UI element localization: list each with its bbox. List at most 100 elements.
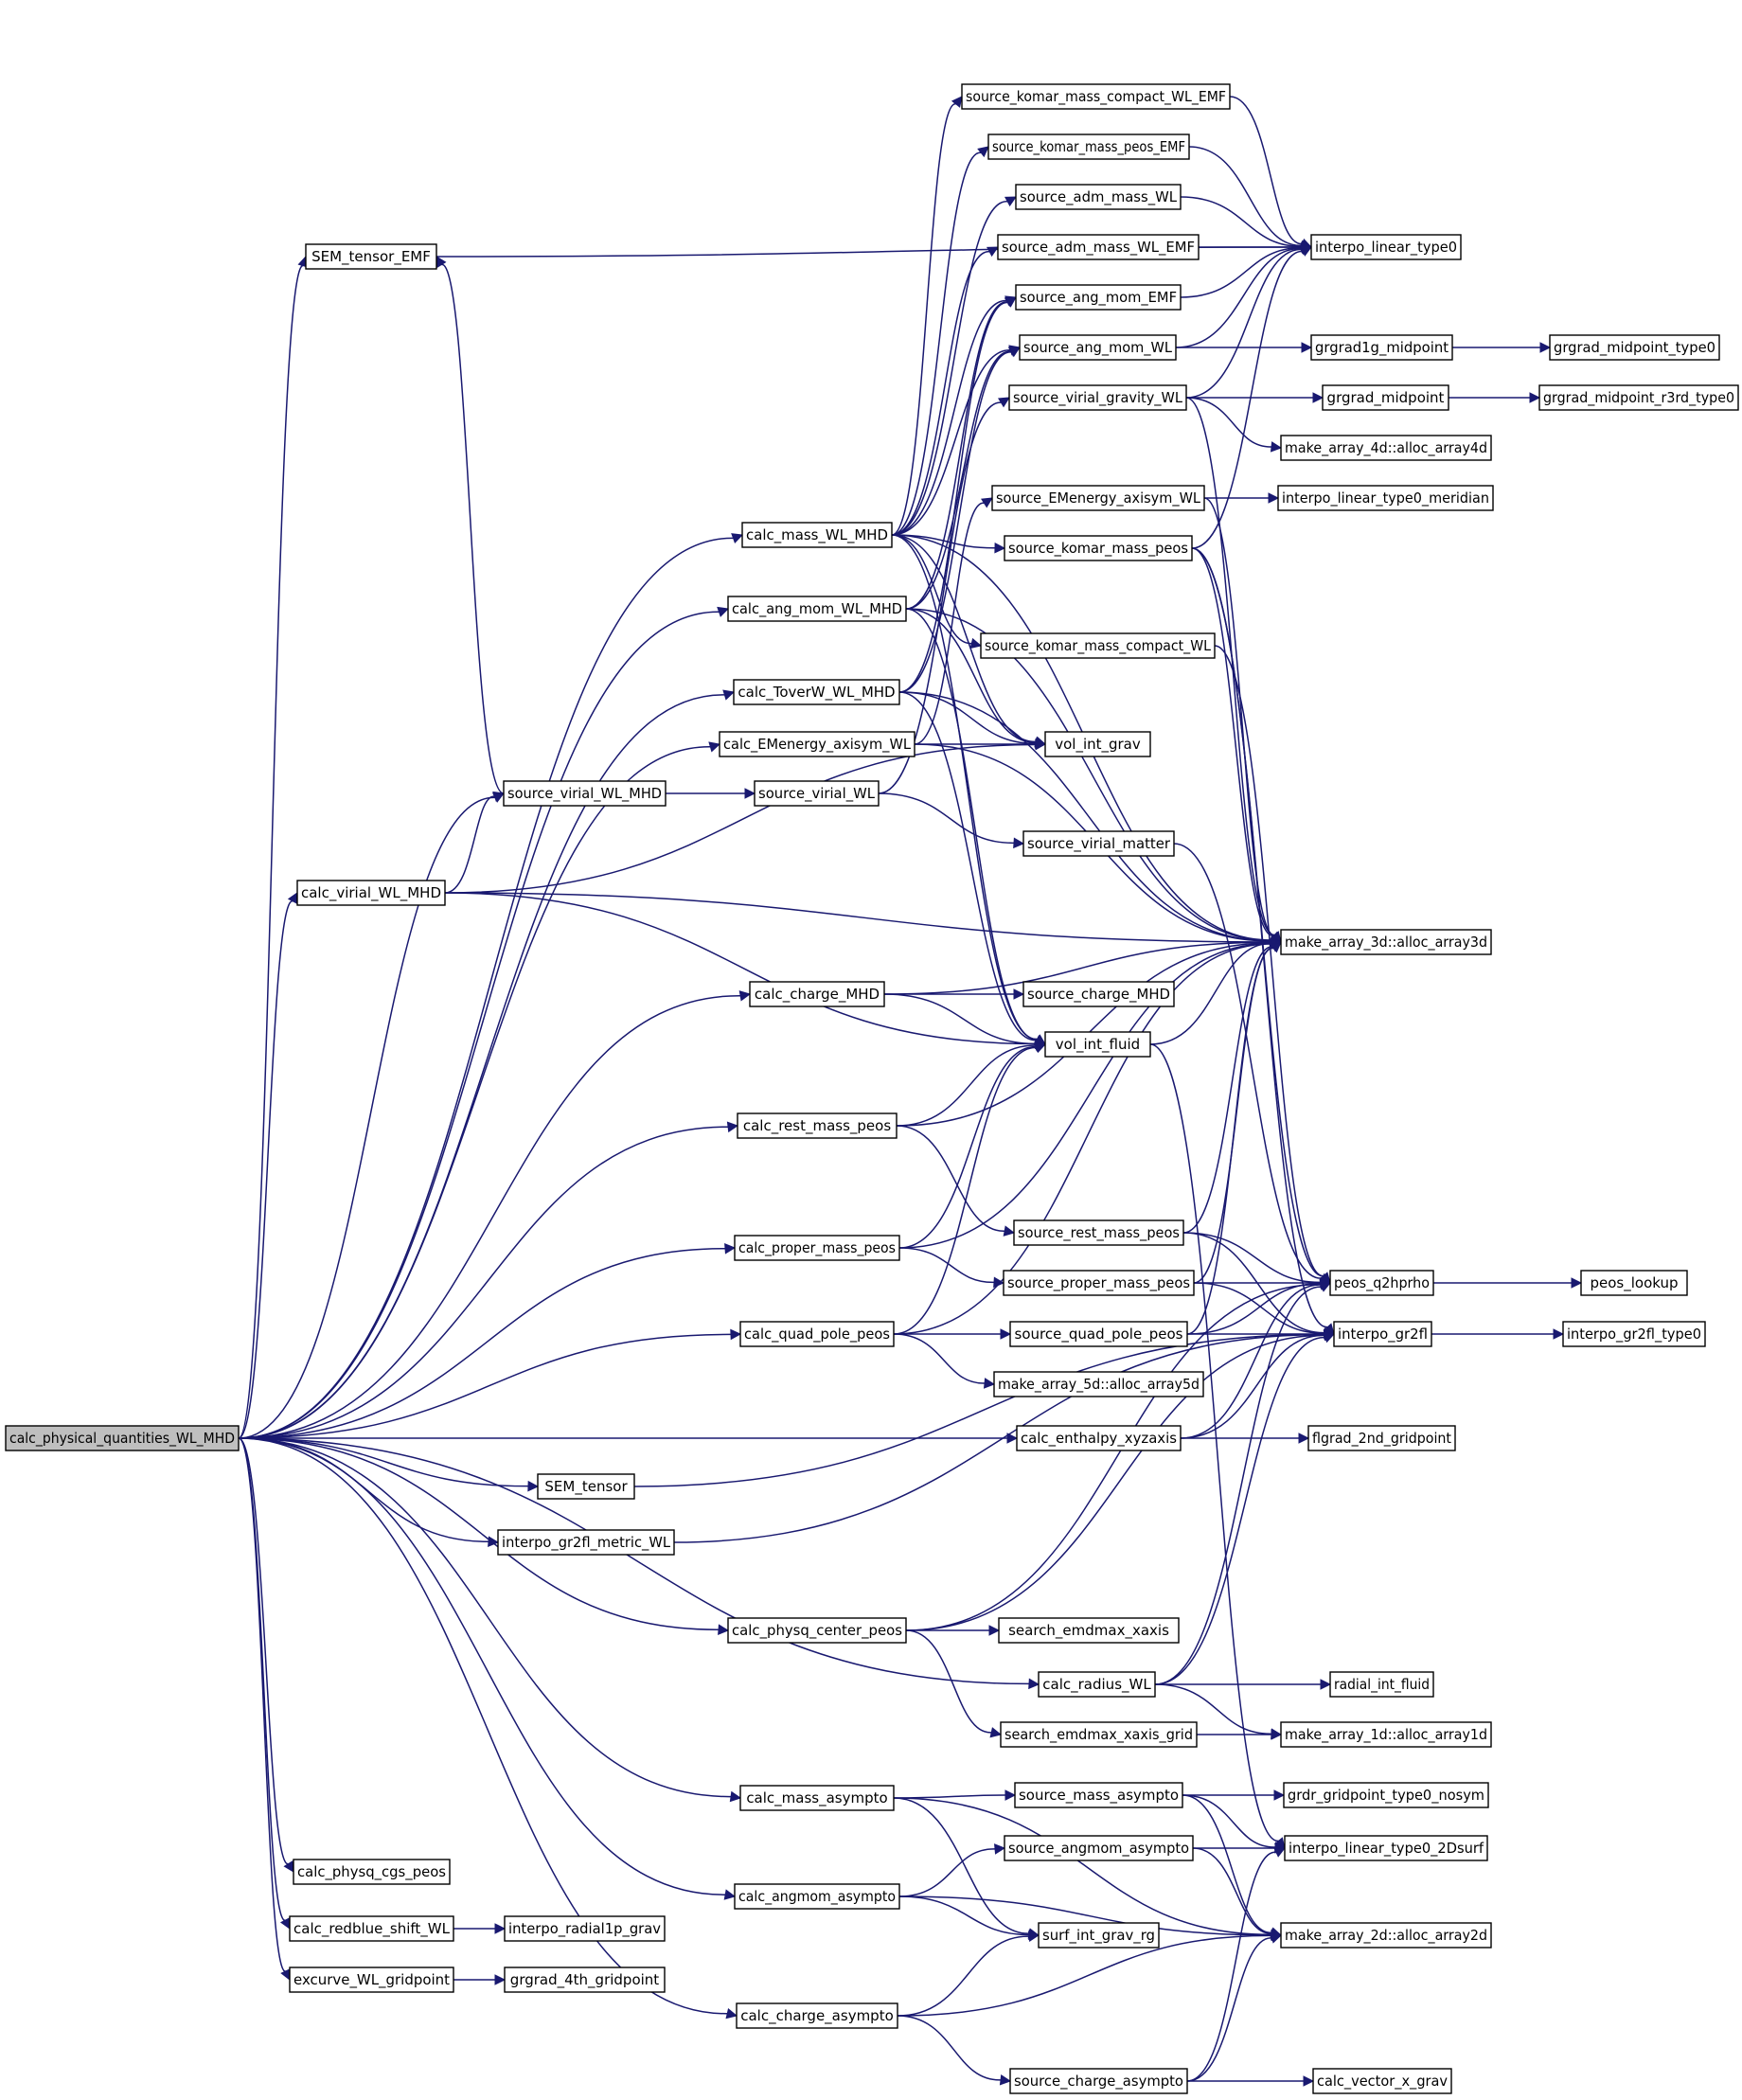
node-calc-toverw-wl-mhd[interactable]: calc_ToverW_WL_MHD (733, 679, 900, 705)
node-label: source_charge_MHD (1027, 986, 1170, 1004)
node-grgrad-midpoint-r3rd-type0[interactable]: grgrad_midpoint_r3rd_type0 (1538, 384, 1739, 411)
node-interpo-gr2fl-metric-wl[interactable]: interpo_gr2fl_metric_WL (497, 1529, 675, 1556)
node-surf-int-grav-rg[interactable]: surf_int_grav_rg (1038, 1922, 1160, 1949)
node-calc-mass-asympto[interactable]: calc_mass_asympto (739, 1785, 895, 1811)
node-peos-q2hprho[interactable]: peos_q2hprho (1329, 1270, 1434, 1296)
node-source-charge-mhd[interactable]: source_charge_MHD (1022, 981, 1175, 1007)
node-calc-physical-quantities-wl-mhd[interactable]: calc_physical_quantities_WL_MHD (5, 1425, 240, 1451)
node-source-charge-asympto[interactable]: source_charge_asympto (1009, 2068, 1188, 2094)
node-box (504, 1915, 666, 1942)
node-make-array-4d-alloc-array4d[interactable]: make_array_4d::alloc_array4d (1280, 435, 1492, 461)
node-interpo-radial1p-grav[interactable]: interpo_radial1p_grav (504, 1915, 666, 1942)
node-box (749, 981, 885, 1007)
node-box (1000, 1721, 1198, 1748)
node-box (737, 1112, 898, 1139)
node-source-adm-mass-wl-emf[interactable]: source_adm_mass_WL_EMF (997, 234, 1200, 260)
node-box (1022, 981, 1175, 1007)
node-box (1038, 1671, 1156, 1698)
node-label: make_array_1d::alloc_array1d (1285, 1726, 1487, 1744)
node-source-komar-mass-peos-emf[interactable]: source_komar_mass_peos_EMF (987, 133, 1190, 160)
node-label: source_komar_mass_compact_WL_EMF (966, 88, 1226, 106)
node-excurve-wl-gridpoint[interactable]: excurve_WL_gridpoint (289, 1967, 454, 1993)
node-label: calc_physq_center_peos (732, 1622, 902, 1640)
node-calc-enthalpy-xyzaxis[interactable]: calc_enthalpy_xyzaxis (1016, 1425, 1182, 1451)
node-source-komar-mass-compact-wl[interactable]: source_komar_mass_compact_WL (980, 632, 1216, 659)
node-source-komar-mass-compact-wl-emf[interactable]: source_komar_mass_compact_WL_EMF (961, 83, 1231, 110)
node-interpo-gr2fl[interactable]: interpo_gr2fl (1333, 1321, 1432, 1347)
node-grgrad-4th-gridpoint[interactable]: grgrad_4th_gridpoint (504, 1967, 666, 1993)
node-label: source_virial_matter (1027, 835, 1171, 853)
node-source-angmom-asympto[interactable]: source_angmom_asympto (1004, 1835, 1194, 1861)
node-label: SEM_tensor (544, 1478, 628, 1496)
node-grgrad1g-midpoint[interactable]: grgrad1g_midpoint (1310, 334, 1453, 361)
node-source-proper-mass-peos[interactable]: source_proper_mass_peos (1003, 1270, 1195, 1296)
node-source-virial-matter[interactable]: source_virial_matter (1022, 830, 1175, 857)
node-source-komar-mass-peos[interactable]: source_komar_mass_peos (1004, 535, 1193, 561)
node-calc-virial-wl-mhd[interactable]: calc_virial_WL_MHD (296, 880, 446, 906)
call-edge-cqp-to-vif (893, 1042, 1047, 1335)
node-calc-ang-mom-wl-mhd[interactable]: calc_ang_mom_WL_MHD (727, 596, 907, 622)
node-box (537, 1473, 635, 1500)
node-interpo-linear-type0-meridian[interactable]: interpo_linear_type0_meridian (1277, 485, 1494, 511)
node-sem-tensor[interactable]: SEM_tensor (537, 1473, 635, 1500)
call-edge-root-to-caa (238, 1437, 737, 1900)
node-source-quad-pole-peos[interactable]: source_quad_pole_peos (1009, 1321, 1188, 1347)
node-grgrad-midpoint-type0[interactable]: grgrad_midpoint_type0 (1549, 334, 1720, 361)
node-source-ang-mom-wl[interactable]: source_ang_mom_WL (1019, 334, 1177, 361)
node-calc-emenergy-axisym-wl[interactable]: calc_EMenergy_axisym_WL (719, 731, 915, 757)
node-search-emdmax-xaxis[interactable]: search_emdmax_xaxis (998, 1617, 1180, 1644)
node-grgrad-midpoint[interactable]: grgrad_midpoint (1322, 384, 1449, 411)
node-calc-vector-x-grav[interactable]: calc_vector_x_grav (1312, 2068, 1452, 2094)
node-grdr-gridpoint-type0-nosym[interactable]: grdr_gridpoint_type0_nosym (1283, 1782, 1489, 1808)
node-calc-charge-asympto[interactable]: calc_charge_asympto (736, 2002, 898, 2029)
node-label: interpo_gr2fl (1338, 1326, 1428, 1344)
node-box (1013, 1219, 1184, 1246)
node-box (1038, 1922, 1160, 1949)
node-interpo-linear-type0[interactable]: interpo_linear_type0 (1310, 234, 1462, 260)
node-flgrad-2nd-gridpoint[interactable]: flgrad_2nd_gridpoint (1307, 1425, 1456, 1451)
node-make-array-5d-alloc-array5d[interactable]: make_array_5d::alloc_array5d (993, 1371, 1204, 1397)
node-radial-int-fluid[interactable]: radial_int_fluid (1329, 1671, 1434, 1698)
node-source-adm-mass-wl[interactable]: source_adm_mass_WL (1015, 184, 1182, 210)
node-calc-radius-wl[interactable]: calc_radius_WL (1038, 1671, 1156, 1698)
node-calc-charge-mhd[interactable]: calc_charge_MHD (749, 981, 885, 1007)
node-source-virial-wl[interactable]: source_virial_WL (754, 780, 880, 807)
node-source-rest-mass-peos[interactable]: source_rest_mass_peos (1013, 1219, 1184, 1246)
node-calc-quad-pole-peos[interactable]: calc_quad_pole_peos (739, 1321, 895, 1347)
node-box (1008, 384, 1187, 411)
node-make-array-1d-alloc-array1d[interactable]: make_array_1d::alloc_array1d (1280, 1721, 1492, 1748)
node-make-array-2d-alloc-array2d[interactable]: make_array_2d::alloc_array2d (1280, 1922, 1492, 1949)
node-vol-int-grav[interactable]: vol_int_grav (1044, 731, 1151, 757)
node-peos-lookup[interactable]: peos_lookup (1580, 1270, 1688, 1296)
node-source-ang-mom-emf[interactable]: source_ang_mom_EMF (1015, 284, 1182, 311)
node-label: make_array_4d::alloc_array4d (1285, 439, 1487, 457)
node-calc-angmom-asympto[interactable]: calc_angmom_asympto (734, 1883, 900, 1910)
call-edge-ig2-to-ig2t0 (1431, 1328, 1565, 1340)
node-label: radial_int_fluid (1334, 1676, 1430, 1694)
node-calc-proper-mass-peos[interactable]: calc_proper_mass_peos (734, 1235, 900, 1261)
call-edge-root-to-cpc (238, 1437, 730, 1635)
node-source-virial-wl-mhd[interactable]: source_virial_WL_MHD (503, 780, 667, 807)
node-search-emdmax-xaxis-grid[interactable]: search_emdmax_xaxis_grid (1000, 1721, 1198, 1748)
node-calc-physq-cgs-peos[interactable]: calc_physq_cgs_peos (293, 1859, 451, 1885)
node-source-emenergy-axisym-wl[interactable]: source_EMenergy_axisym_WL (991, 485, 1205, 511)
node-interpo-gr2fl-type0[interactable]: interpo_gr2fl_type0 (1562, 1321, 1706, 1347)
node-make-array-3d-alloc-array3d[interactable]: make_array_3d::alloc_array3d (1280, 929, 1492, 955)
node-interpo-linear-type0-2dsurf[interactable]: interpo_linear_type0_2Dsurf (1284, 1835, 1488, 1861)
node-label: calc_vector_x_grav (1317, 2073, 1448, 2091)
node-calc-redblue-shift-wl[interactable]: calc_redblue_shift_WL (289, 1915, 454, 1942)
node-box (1003, 1270, 1195, 1296)
call-edge-svgw-to-ma4 (1185, 397, 1283, 453)
node-sem-tensor-emf[interactable]: SEM_tensor_EMF (305, 243, 437, 270)
call-edge-sca-to-ilt2 (1186, 1847, 1287, 2082)
node-calc-rest-mass-peos[interactable]: calc_rest_mass_peos (737, 1112, 898, 1139)
node-calc-physq-center-peos[interactable]: calc_physq_center_peos (727, 1617, 907, 1644)
call-edge-root-to-cmw (238, 533, 744, 1439)
node-label: source_komar_mass_compact_WL (985, 637, 1212, 655)
node-box (1329, 1270, 1434, 1296)
node-vol-int-fluid[interactable]: vol_int_fluid (1044, 1031, 1151, 1058)
node-box (1562, 1321, 1706, 1347)
node-calc-mass-wl-mhd[interactable]: calc_mass_WL_MHD (741, 522, 893, 548)
node-source-virial-gravity-wl[interactable]: source_virial_gravity_WL (1008, 384, 1187, 411)
node-source-mass-asympto[interactable]: source_mass_asympto (1014, 1782, 1183, 1808)
